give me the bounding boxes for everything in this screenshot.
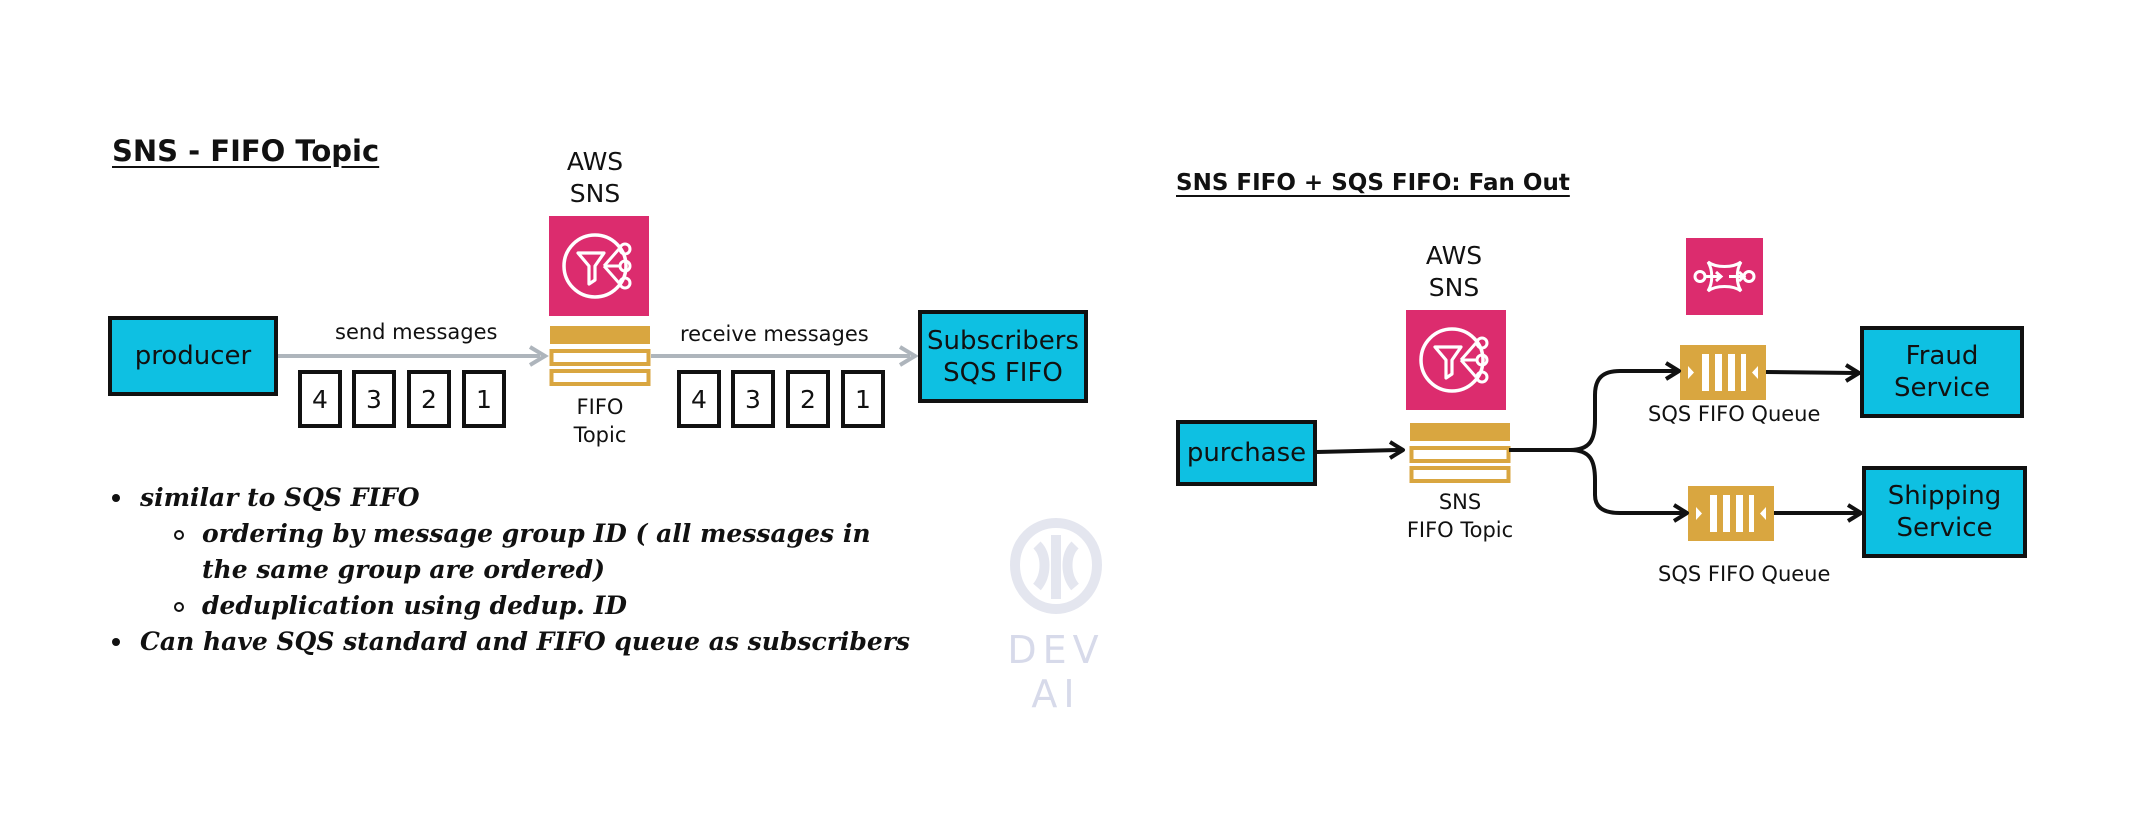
feature-item: Can have SQS standard and FIFO queue as … xyxy=(110,624,910,660)
sqs-queue-label-2: SQS FIFO Queue xyxy=(1658,562,1831,586)
left-title: SNS - FIFO Topic xyxy=(112,134,380,168)
purchase-arrow-head xyxy=(1388,440,1405,460)
receive-arrow-head xyxy=(898,345,919,367)
feature-sublist: ordering by message group ID ( all messa… xyxy=(140,516,910,624)
feature-subtext: deduplication using dedup. ID xyxy=(202,591,627,620)
fraud-service-label-line1: Fraud xyxy=(1905,341,1979,371)
sqs-icon xyxy=(1686,238,1763,315)
producer-label: producer xyxy=(134,341,252,371)
purchase-label: purchase xyxy=(1186,438,1307,468)
fanout-lower-head xyxy=(1672,503,1689,523)
subscribers-label-line2: SQS FIFO xyxy=(943,357,1063,388)
right-sns-icon xyxy=(1406,310,1506,410)
sqs-queue-label-1: SQS FIFO Queue xyxy=(1648,402,1821,426)
receive-message-card: 2 xyxy=(786,370,830,428)
brain-logo-icon xyxy=(1009,517,1103,615)
purchase-box: purchase xyxy=(1176,420,1317,486)
right-fifo-topic-label-line2: FIFO Topic xyxy=(1406,518,1514,542)
feature-list: similar to SQS FIFO ordering by message … xyxy=(110,480,910,660)
receive-message-card: 4 xyxy=(677,370,721,428)
feature-text: similar to SQS FIFO xyxy=(140,483,420,512)
left-fifo-topic-label-line1: FIFO xyxy=(576,395,624,419)
receive-message-card: 3 xyxy=(731,370,775,428)
fanout-lower-line xyxy=(1569,448,1684,515)
fanout-upper-head xyxy=(1664,361,1681,381)
feature-text: Can have SQS standard and FIFO queue as … xyxy=(140,627,910,656)
right-aws-label-line1: AWS xyxy=(1425,241,1483,270)
receive-messages-label: receive messages xyxy=(680,322,869,346)
shipping-service-label-line1: Shipping xyxy=(1887,481,2002,511)
receive-message-card: 1 xyxy=(841,370,885,428)
send-message-card: 3 xyxy=(352,370,396,428)
subscribers-box: Subscribers SQS FIFO xyxy=(918,310,1088,403)
shipping-service-label-line2: Service xyxy=(1896,513,1993,543)
left-aws-label-line2: SNS xyxy=(569,179,621,208)
right-fifo-topic-icon xyxy=(1409,423,1511,483)
watermark-text: DEV AI xyxy=(1007,628,1105,716)
send-message-card: 2 xyxy=(407,370,451,428)
left-fifo-topic-label: FIFO Topic xyxy=(560,393,640,449)
send-messages-label: send messages xyxy=(335,320,498,344)
right-fifo-topic-label: SNS FIFO Topic xyxy=(1390,488,1530,544)
right-aws-label-line2: SNS xyxy=(1428,273,1480,302)
feature-subitem: deduplication using dedup. ID xyxy=(172,588,910,624)
send-message-card: 1 xyxy=(462,370,506,428)
left-fifo-topic-label-line2: Topic xyxy=(573,423,627,447)
left-aws-label-line1: AWS xyxy=(566,147,624,176)
left-sns-icon xyxy=(549,216,649,316)
shipping-arrow-head xyxy=(1846,503,1863,523)
fanout-upper-line xyxy=(1509,369,1676,452)
sqs-queue-icon-2 xyxy=(1688,486,1774,541)
send-arrow-head xyxy=(528,345,549,367)
fraud-service-box: Fraud Service xyxy=(1860,326,2024,418)
send-message-card: 4 xyxy=(298,370,342,428)
subscribers-label-line1: Subscribers xyxy=(927,325,1079,356)
feature-subitem: ordering by message group ID ( all messa… xyxy=(172,516,892,588)
sqs-queue-icon-1 xyxy=(1680,345,1766,400)
fraud-arrow-head xyxy=(1844,363,1861,383)
right-title: SNS FIFO + SQS FIFO: Fan Out xyxy=(1176,170,1570,196)
fraud-service-label-line2: Service xyxy=(1893,373,1991,403)
producer-box: producer xyxy=(108,316,278,396)
right-fifo-topic-label-line1: SNS xyxy=(1438,490,1482,514)
fraud-arrow-line xyxy=(1765,370,1857,375)
feature-subtext: ordering by message group ID ( all messa… xyxy=(202,519,871,584)
left-fifo-topic-icon xyxy=(549,326,651,386)
purchase-arrow-line xyxy=(1316,448,1401,454)
feature-item: similar to SQS FIFO ordering by message … xyxy=(110,480,910,624)
right-aws-label: AWS SNS xyxy=(1414,240,1494,304)
left-aws-label: AWS SNS xyxy=(555,146,635,210)
shipping-service-box: Shipping Service xyxy=(1862,466,2027,558)
